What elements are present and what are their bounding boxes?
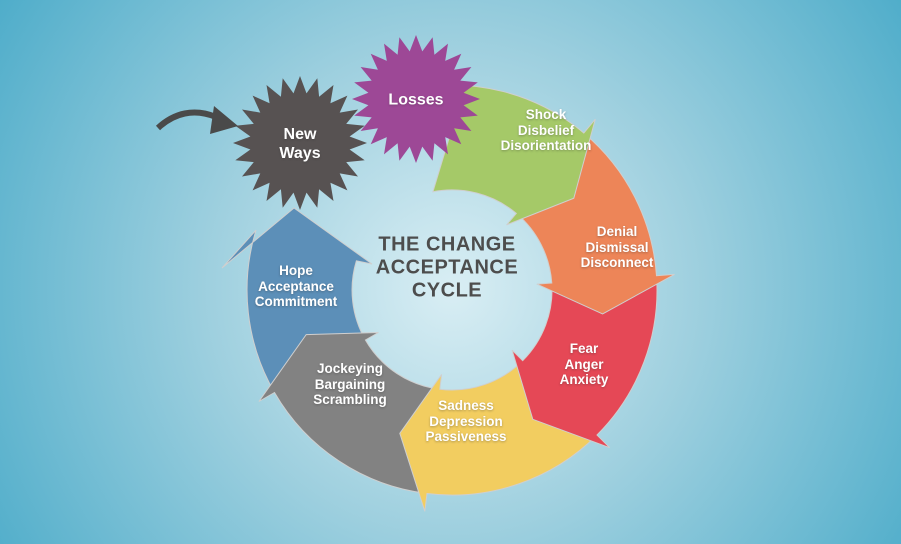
diagram-title: THE CHANGE ACCEPTANCE CYCLE [375,233,519,302]
star-new-ways [233,76,367,210]
arrow-fear [511,274,658,449]
pointer-arrow [155,106,238,134]
star-losses [352,35,480,163]
arrow-sadness [399,359,598,512]
arrow-jockeying [258,332,441,495]
arrow-denial [515,132,675,315]
milestone-stars [233,35,480,210]
cycle-arrows [221,84,675,512]
arrow-hope [221,207,373,394]
pointer-arrow-curve [155,109,218,131]
pointer-arrow-head [210,106,238,134]
